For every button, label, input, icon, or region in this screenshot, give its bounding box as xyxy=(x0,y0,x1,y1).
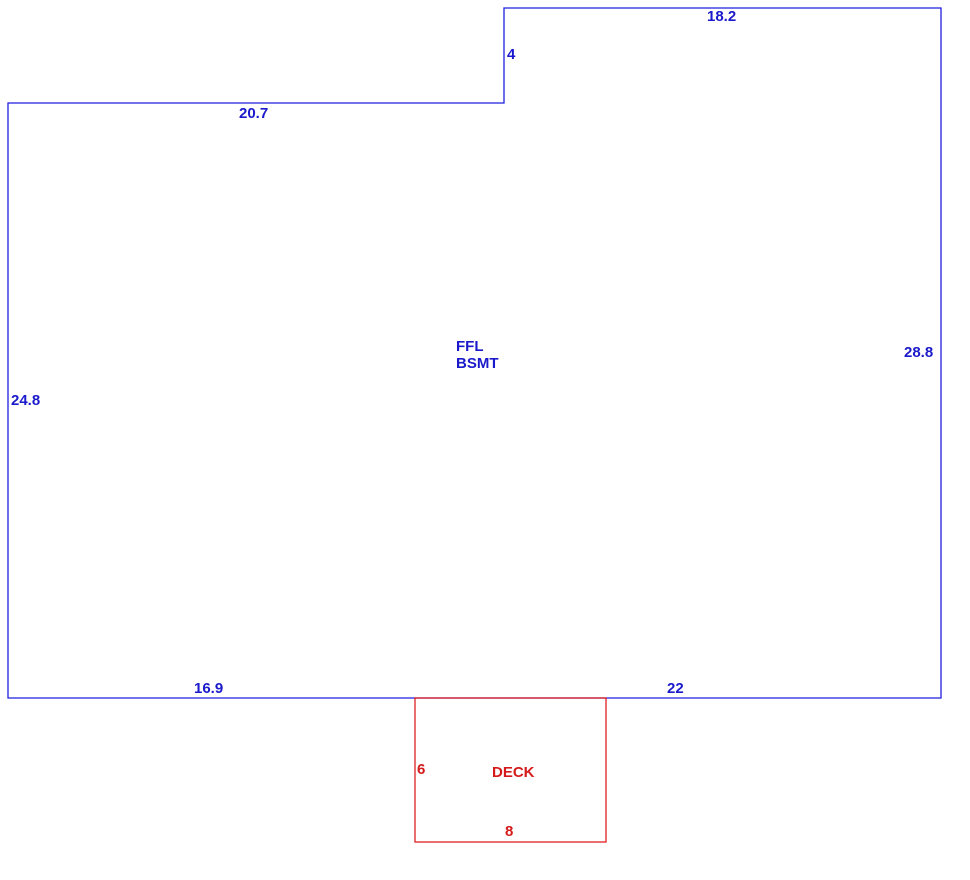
dim-top-upper: 18.2 xyxy=(707,8,736,25)
dim-top-lower: 20.7 xyxy=(239,105,268,122)
dim-bottom-right: 22 xyxy=(667,680,684,697)
area-label-ffl: FFL xyxy=(456,338,484,355)
main-area-outline xyxy=(7,7,942,699)
deck-outline xyxy=(414,697,607,843)
deck-label: DECK xyxy=(492,764,535,781)
dim-right: 28.8 xyxy=(904,344,933,361)
dim-left: 24.8 xyxy=(11,392,40,409)
dim-step: 4 xyxy=(507,46,516,63)
dim-bottom-left: 16.9 xyxy=(194,680,223,697)
deck-dim-side: 6 xyxy=(417,761,425,778)
area-label-bsmt: BSMT xyxy=(456,355,499,372)
deck-dim-bottom: 8 xyxy=(505,823,513,840)
